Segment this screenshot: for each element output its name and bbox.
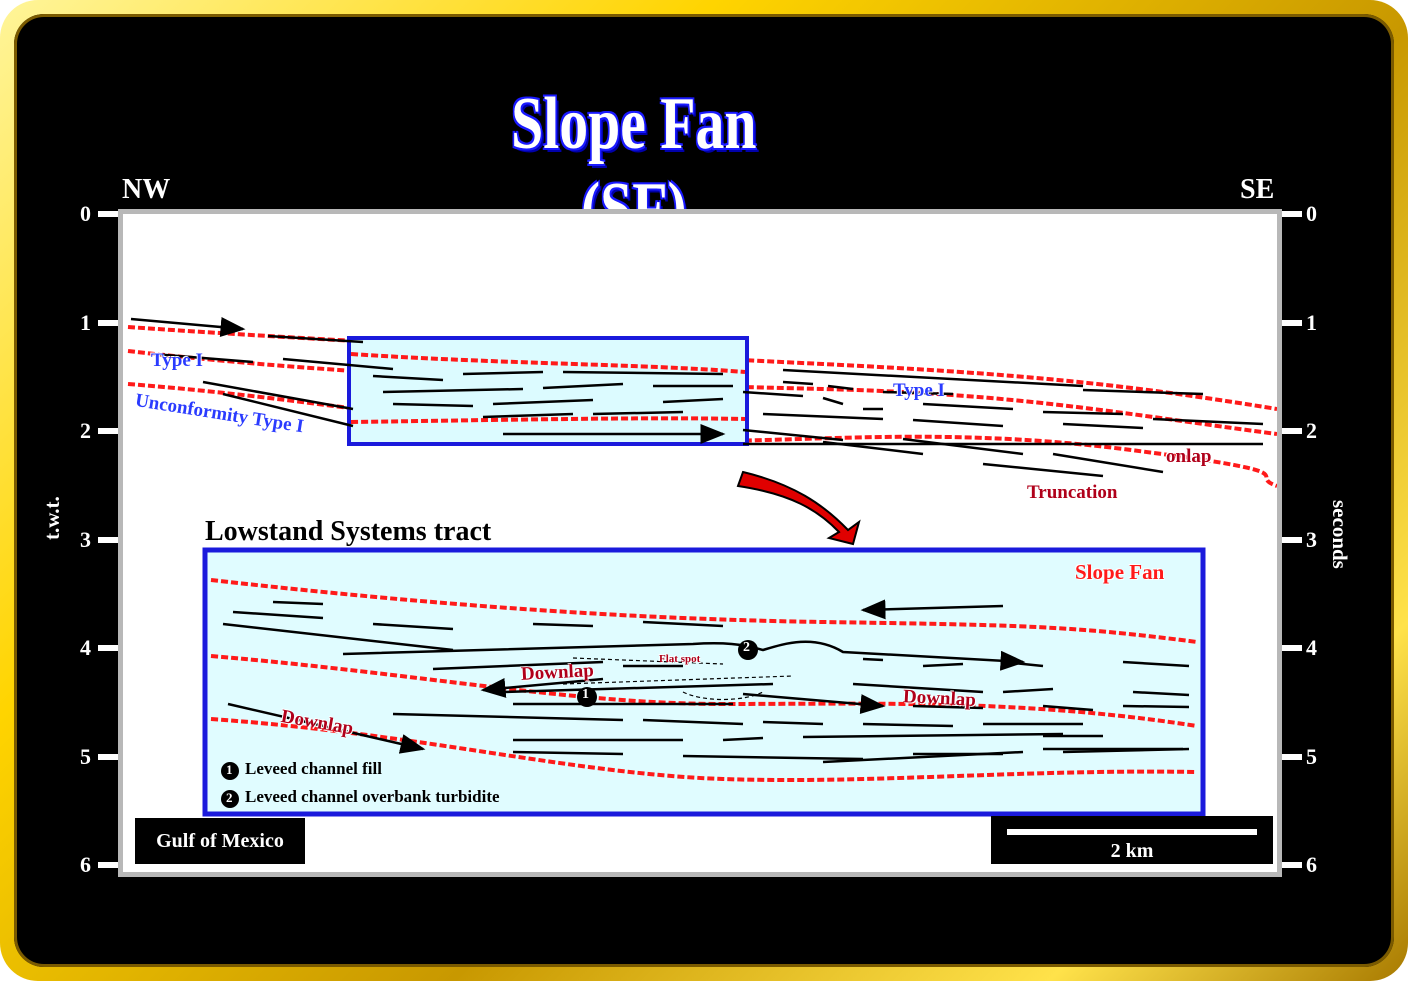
scale-bar-box: 2 km [991, 816, 1273, 864]
zoom-arrow [736, 470, 861, 546]
marker-2: 2 [743, 640, 750, 655]
marker-2-circle [738, 640, 758, 660]
reflectors-top [130, 317, 1264, 478]
legend-1-text: Leveed channel fill [245, 759, 382, 778]
left-tick-2: 2 [80, 418, 91, 443]
scale-bar [1007, 829, 1257, 835]
left-tick-mark [98, 211, 118, 217]
right-tick-mark [1282, 536, 1302, 543]
right-tick-mark [1282, 211, 1302, 217]
direction-se: SE [1240, 174, 1275, 205]
left-tick-3: 3 [80, 526, 91, 552]
right-tick-0: 0 [1306, 201, 1317, 226]
label-downlap-1: Downlap [520, 660, 595, 685]
legend-1-circle [221, 762, 239, 780]
left-tick-mark [98, 645, 118, 651]
legend-2-num: 2 [226, 790, 233, 805]
left-tick-4: 4 [80, 635, 91, 660]
reflectors-inset [222, 599, 1190, 764]
label-downlap-2: Downlap [902, 686, 977, 711]
marker-1-circle [577, 687, 597, 707]
right-tick-4: 4 [1306, 635, 1317, 660]
right-axis-label: seconds [1328, 500, 1352, 569]
right-tick-6: 6 [1306, 852, 1317, 877]
direction-nw: NW [122, 174, 171, 205]
inset-title: Lowstand Systems tract [205, 516, 492, 547]
left-tick-1: 1 [80, 309, 91, 335]
right-tick-2: 2 [1306, 418, 1317, 443]
right-tick-mark [1282, 645, 1302, 651]
right-tick-mark [1282, 428, 1302, 434]
right-tick-mark [1282, 319, 1302, 326]
legend-2-text: Leveed channel overbank turbidite [245, 787, 500, 806]
label-slope-fan: Slope Fan [1075, 560, 1165, 584]
left-tick-mark [98, 319, 118, 326]
right-tick-1: 1 [1306, 309, 1317, 335]
marker-1: 1 [582, 687, 589, 702]
left-tick-mark [98, 753, 118, 760]
right-tick-mark [1282, 862, 1302, 868]
label-onlap: onlap [1166, 446, 1212, 467]
legend-2-circle [221, 790, 239, 808]
right-tick-5: 5 [1306, 743, 1317, 769]
label-type1-right: Type I [893, 380, 945, 401]
left-tick-6: 6 [80, 852, 91, 877]
label-type1-left: Type I [151, 350, 203, 371]
label-flat-spot: Flat spot [659, 653, 701, 665]
scale-bar-label: 2 km [1110, 840, 1154, 862]
left-axis-label: t.w.t. [40, 496, 64, 540]
legend-1-num: 1 [226, 762, 233, 777]
section-drawing [127, 317, 1277, 817]
left-tick-mark [98, 862, 118, 868]
seismic-panel: Type I Unconformity Type I Type I onlap … [118, 209, 1282, 877]
label-truncation: Truncation [1027, 482, 1118, 503]
left-tick-mark [98, 428, 118, 434]
left-tick-mark [98, 536, 118, 543]
left-tick-5: 5 [80, 743, 91, 769]
right-tick-mark [1282, 753, 1302, 760]
right-tick-3: 3 [1306, 526, 1317, 552]
left-tick-0: 0 [80, 201, 91, 226]
location-label: Gulf of Mexico [135, 818, 305, 864]
